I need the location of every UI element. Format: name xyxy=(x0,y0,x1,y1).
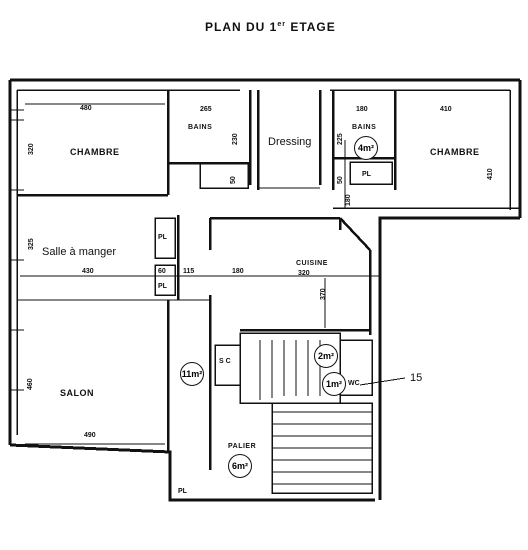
room-bains-left: BAINS xyxy=(188,124,213,131)
room-chambre-right: CHAMBRE xyxy=(430,147,480,157)
dim-salle-depth: 325 xyxy=(28,238,35,250)
dim-chambre-left-depth: 320 xyxy=(28,143,35,155)
dim-chambre-right-depth: 410 xyxy=(487,168,494,180)
dim-salle-width: 430 xyxy=(82,268,94,275)
pl-label-1: PL xyxy=(158,234,167,241)
dim-dressing-closet: 50 xyxy=(230,176,237,184)
dim-cuisine-depth: 370 xyxy=(320,288,327,300)
room-wc: WC xyxy=(348,380,360,387)
area-bains-right: 4m² xyxy=(354,136,378,160)
dim-chambre-left-width: 480 xyxy=(80,105,92,112)
room-salon: SALON xyxy=(60,388,94,398)
area-sc-zone: 11m² xyxy=(180,362,204,386)
dim-pl-width: 60 xyxy=(158,268,166,275)
dim-salon-width: 490 xyxy=(84,432,96,439)
outer-wall-step xyxy=(378,216,520,500)
room-cuisine: CUISINE xyxy=(296,260,328,267)
room-chambre-left: CHAMBRE xyxy=(70,147,120,157)
sc-label: S C xyxy=(219,358,231,365)
outer-wall-southwest xyxy=(9,443,375,502)
dim-bains-right-closet: 50 xyxy=(337,176,344,184)
room-salle-a-manger: Salle à manger xyxy=(42,246,116,258)
handwritten-annotation: 15 xyxy=(410,372,423,384)
dim-cuisine-width: 320 xyxy=(298,270,310,277)
room-bains-right: BAINS xyxy=(352,124,377,131)
pl-label-3: PL xyxy=(362,171,371,178)
dim-salon-depth: 460 xyxy=(27,378,34,390)
room-dressing: Dressing xyxy=(268,136,312,148)
room-palier: PALIER xyxy=(228,443,257,450)
dim-chambre-right-width: 410 xyxy=(440,106,452,113)
pl-label-4: PL xyxy=(178,488,187,495)
plan-title: PLAN DU 1er ETAGE xyxy=(205,20,336,34)
pl-label-2: PL xyxy=(158,283,167,290)
area-stair-top: 2m² xyxy=(314,344,338,368)
area-palier: 6m² xyxy=(228,454,252,478)
dim-passage-width: 115 xyxy=(183,268,195,275)
area-wc: 1m² xyxy=(322,372,346,396)
dim-bains-left-width: 265 xyxy=(200,106,212,113)
dim-corridor-depth: 180 xyxy=(345,194,352,206)
dim-bains-right-depth: 225 xyxy=(337,133,344,145)
dim-bains-left-depth: 230 xyxy=(232,133,239,145)
dim-bains-right-width: 180 xyxy=(356,106,368,113)
dim-hall-width: 180 xyxy=(232,268,244,275)
